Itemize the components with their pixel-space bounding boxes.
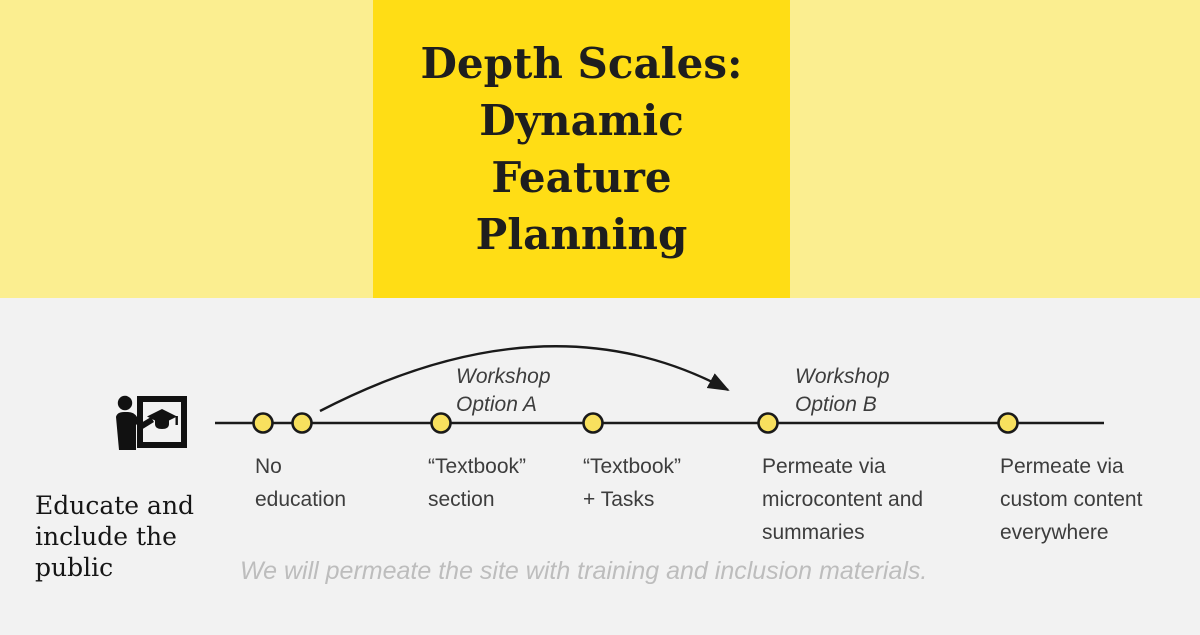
- timeline-dot: [757, 412, 779, 434]
- teacher-presentation-icon: [114, 395, 188, 453]
- timeline-dot: [252, 412, 274, 434]
- timeline-dot: [291, 412, 313, 434]
- title-box: Depth Scales: Dynamic Feature Planning: [373, 0, 790, 298]
- node-label-textbook-tasks: “Textbook” + Tasks: [583, 455, 682, 511]
- page-title: Depth Scales: Dynamic Feature Planning: [420, 39, 743, 259]
- node-label-permeate-microcontent: Permeate via microcontent and summaries: [762, 455, 924, 544]
- node-label-no-education: No education: [255, 455, 347, 511]
- timeline-dot: [582, 412, 604, 434]
- header-band: Depth Scales: Dynamic Feature Planning: [0, 0, 1200, 298]
- diagram-area: Educate and include the public Workshop …: [0, 298, 1200, 635]
- annotation-workshop-b: Workshop Option B: [795, 365, 890, 416]
- footnote: We will permeate the site with training …: [240, 557, 928, 585]
- timeline-dot: [997, 412, 1019, 434]
- annotation-workshop-a: Workshop Option A: [456, 365, 551, 416]
- left-caption: Educate and include the public: [35, 491, 195, 582]
- node-label-permeate-custom: Permeate via custom content everywhere: [1000, 455, 1143, 544]
- timeline-dot: [430, 412, 452, 434]
- node-label-textbook-section: “Textbook” section: [428, 455, 527, 511]
